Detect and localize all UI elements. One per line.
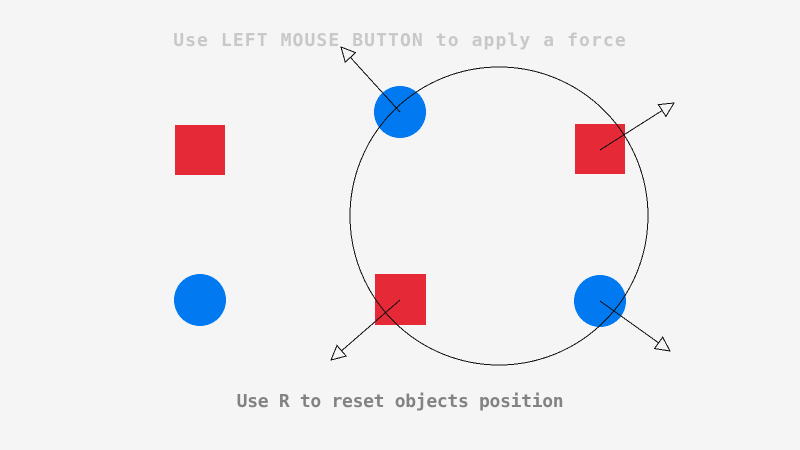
red-box[interactable] — [175, 125, 225, 175]
force-arrow-head — [657, 102, 675, 118]
boundary-circle — [349, 66, 649, 366]
instruction-reset: Use R to reset objects position — [236, 391, 564, 412]
force-arrow-head — [330, 344, 348, 361]
force-arrow-head — [653, 336, 671, 352]
force-arrow — [330, 299, 401, 361]
force-arrow — [599, 300, 671, 352]
force-arrow — [340, 46, 401, 113]
red-box[interactable] — [575, 124, 625, 174]
force-arrow-shaft — [599, 300, 661, 345]
force-arrow-head — [340, 46, 357, 63]
red-box[interactable] — [375, 274, 426, 325]
force-arrow — [599, 102, 675, 151]
force-arrow-shaft — [599, 109, 665, 151]
force-arrow-shaft — [348, 55, 401, 113]
instruction-apply-force: Use LEFT MOUSE BUTTON to apply a force — [173, 30, 627, 51]
force-arrow-shaft — [339, 299, 401, 353]
blue-ball[interactable] — [174, 274, 226, 326]
